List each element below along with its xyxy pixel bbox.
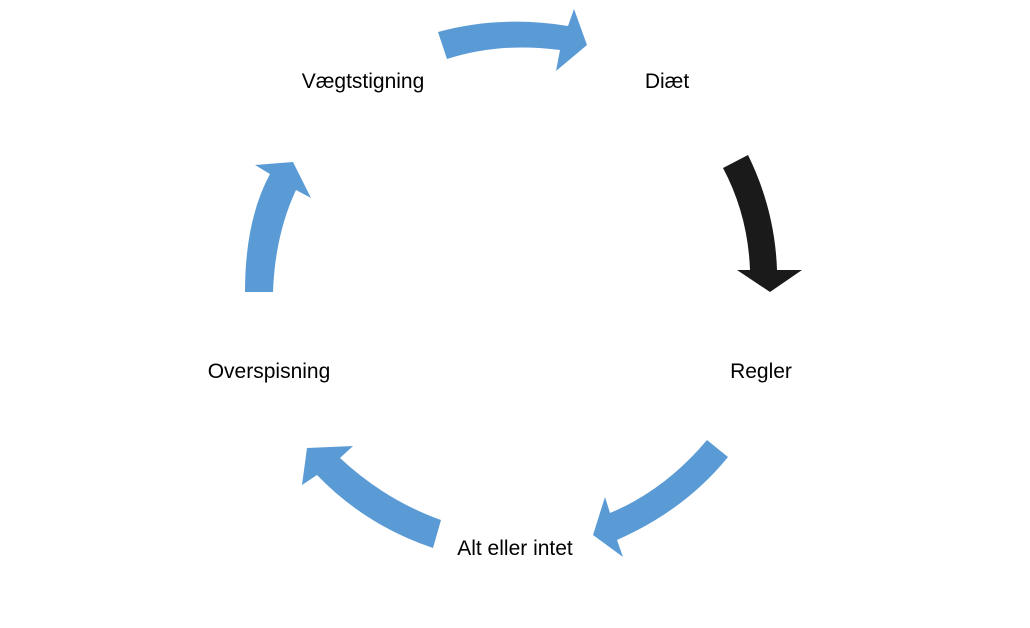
arrow-alt-to-overspisning <box>302 446 441 548</box>
node-vaegtstigning: Vægtstigning <box>301 70 425 93</box>
arrow-vaegt-to-diaet <box>438 9 587 71</box>
node-diaet: Diæt <box>644 70 690 93</box>
arrow-overspisning-to-vaegt <box>245 162 311 292</box>
node-alt-eller-intet: Alt eller intet <box>457 537 573 560</box>
node-overspisning: Overspisning <box>207 360 331 383</box>
arrow-diaet-to-regler <box>723 155 802 292</box>
arrow-regler-to-alt <box>593 440 728 557</box>
node-regler: Regler <box>730 360 792 383</box>
